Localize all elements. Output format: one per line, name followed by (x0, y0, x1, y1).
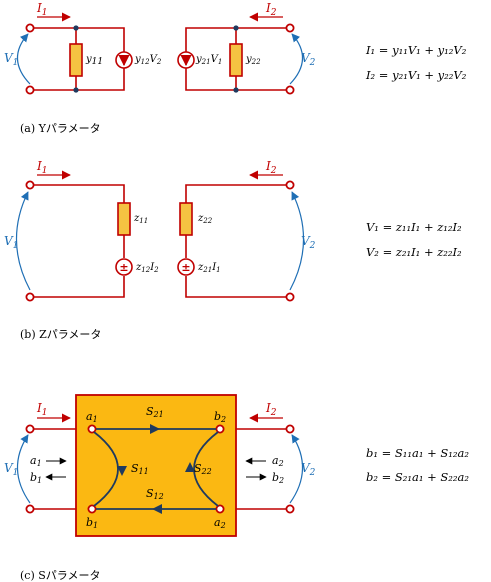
i1-label: I1 (36, 1, 47, 18)
node-b1-label: b1 (86, 516, 98, 530)
z-port1-bottom-terminal (25, 292, 35, 302)
v2-voltage-arrow (289, 33, 304, 85)
y-equation-2: I₂ = y₂₁V₁ + y₂₂V₂ (365, 68, 467, 82)
node-b1 (87, 504, 97, 514)
z11-impedance (117, 202, 131, 236)
z22-impedance (179, 202, 193, 236)
caption-y: (a) Yパラメータ (20, 122, 101, 135)
y12v2-label: y12V2 (134, 54, 162, 66)
z-port2-bottom-terminal (285, 292, 295, 302)
s-i2-label: I2 (265, 401, 277, 418)
s-port1-bottom-terminal (25, 504, 35, 514)
s-v2-voltage-arrow (289, 434, 304, 504)
outer-a2-label: a2 (272, 454, 284, 468)
y21v1-label: y21V1 (195, 54, 222, 66)
v2-label: V2 (301, 51, 316, 68)
z21i1-label: z21I1 (197, 262, 221, 274)
node-b2-label: b2 (214, 410, 226, 424)
z12i2-label: z12I2 (135, 262, 159, 274)
z-v2-label: V2 (301, 234, 316, 251)
s-equation-2: b₂ = S₂₁a₁ + S₂₂a₂ (366, 470, 469, 484)
s11-label: S11 (131, 462, 149, 476)
z21-voltage-source (177, 258, 195, 276)
z-i1-label: I1 (36, 159, 47, 176)
caption-s: (c) Sパラメータ (20, 569, 100, 582)
s12-label: S12 (146, 487, 164, 501)
y-parameter-section: I1 I2 V1 V2 y11 y12V2 y21V1 y22 I₁ = y₁₁… (4, 1, 467, 135)
s11-branch (93, 431, 119, 507)
y11-label: y11 (85, 54, 103, 67)
z-v1-voltage-arrow (15, 191, 31, 291)
s-port2-top-terminal (285, 424, 295, 434)
node-b2 (215, 424, 225, 434)
y22-admittance (229, 43, 243, 77)
s-v1-label: V1 (4, 461, 18, 478)
z-port2-top-terminal (285, 180, 295, 190)
s22-branch (193, 431, 219, 507)
node-a2-label: a2 (214, 516, 226, 530)
outer-a1-label: a1 (30, 454, 42, 468)
i2-label: I2 (265, 1, 277, 18)
port1-top-terminal (25, 23, 35, 33)
caption-z: (b) Zパラメータ (20, 328, 101, 341)
s-parameter-section: I1 I2 V1 V2 a1 b1 a2 b2 a1 b1 b2 a2 S21 … (4, 394, 469, 582)
node-a1 (87, 424, 97, 434)
s-v1-voltage-arrow (16, 434, 31, 504)
z-i2-label: I2 (265, 159, 277, 176)
s-v2-label: V2 (301, 461, 316, 478)
port2-bottom-terminal (285, 85, 295, 95)
z-port1-top-terminal (25, 180, 35, 190)
s-port1-top-terminal (25, 424, 35, 434)
z22-label: z22 (197, 213, 213, 225)
svg-text:±: ± (181, 261, 190, 274)
svg-text:±: ± (119, 261, 128, 274)
s-network-box (75, 394, 237, 537)
y22-label: y22 (245, 54, 261, 66)
y-equation-1: I₁ = y₁₁V₁ + y₁₂V₂ (365, 43, 467, 57)
z-v2-voltage-arrow (289, 191, 305, 291)
z-equation-1: V₁ = z₁₁I₁ + z₁₂I₂ (366, 220, 462, 234)
outer-b2-label: b2 (272, 471, 284, 485)
v1-label: V1 (4, 51, 18, 68)
z12-voltage-source (115, 258, 133, 276)
y11-admittance (69, 43, 83, 77)
port1-bottom-terminal (25, 85, 35, 95)
node-a2 (215, 504, 225, 514)
s22-label: S22 (194, 462, 212, 476)
s-equation-1: b₁ = S₁₁a₁ + S₁₂a₂ (366, 446, 469, 460)
z-parameter-section: ± ± I1 I2 V1 V2 z11 z12I2 z22 z21I1 V₁ =… (4, 159, 462, 341)
z11-label: z11 (133, 213, 148, 225)
v1-voltage-arrow (16, 33, 31, 85)
s21-label: S21 (146, 405, 164, 419)
z-v1-label: V1 (4, 234, 18, 251)
z-equation-2: V₂ = z₂₁I₁ + z₂₂I₂ (366, 245, 462, 259)
s-port2-bottom-terminal (285, 504, 295, 514)
node-a1-label: a1 (86, 410, 98, 424)
s-i1-label: I1 (36, 401, 47, 418)
port2-top-terminal (285, 23, 295, 33)
outer-b1-label: b1 (30, 471, 42, 485)
